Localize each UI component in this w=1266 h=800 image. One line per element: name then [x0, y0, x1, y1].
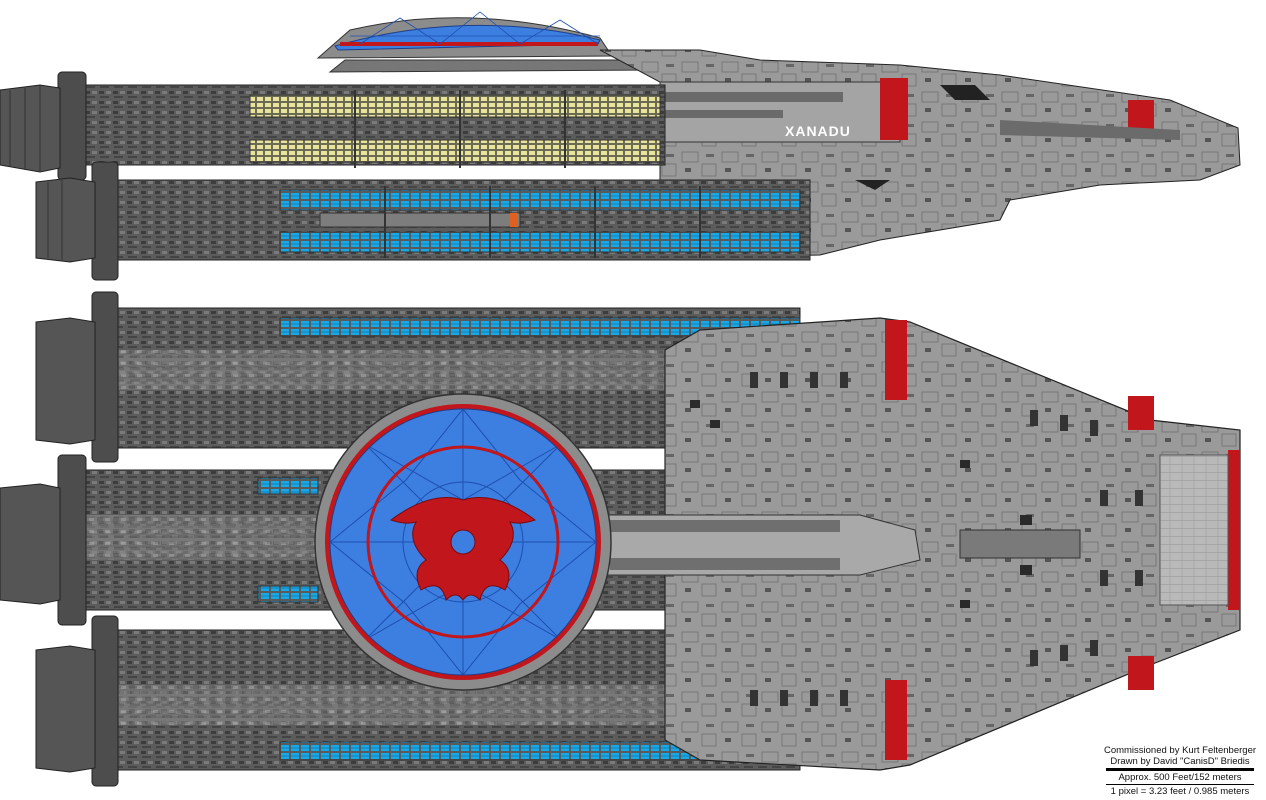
scale-bar: [1106, 768, 1254, 771]
scale-text: 1 pixel = 3.23 feet / 0.985 meters: [1110, 786, 1250, 797]
side-view: XANADU: [0, 11, 1241, 281]
top-view: [0, 291, 1241, 787]
ship-name-label: XANADU: [785, 123, 851, 139]
drawn-by-text: Drawn by David "CanisD" Briedis: [1110, 756, 1250, 767]
side-dome: [316, 11, 661, 73]
credits-block: Commissioned by Kurt Feltenberger Drawn …: [1100, 745, 1260, 797]
side-upper-pod: [0, 71, 666, 181]
top-red-stripe-2: [885, 680, 907, 760]
side-red-stripe-1: [880, 78, 908, 140]
commissioned-text: Commissioned by Kurt Feltenberger: [1103, 745, 1257, 756]
top-red-stripe-1: [885, 320, 907, 400]
launch-tubes: [750, 372, 1143, 706]
length-text: Approx. 500 Feet/152 meters: [1118, 772, 1242, 783]
pixel-bar: [1106, 784, 1254, 785]
hangar-deck: [1159, 454, 1229, 606]
top-dome: [314, 393, 612, 691]
side-lower-pod: [35, 161, 811, 281]
